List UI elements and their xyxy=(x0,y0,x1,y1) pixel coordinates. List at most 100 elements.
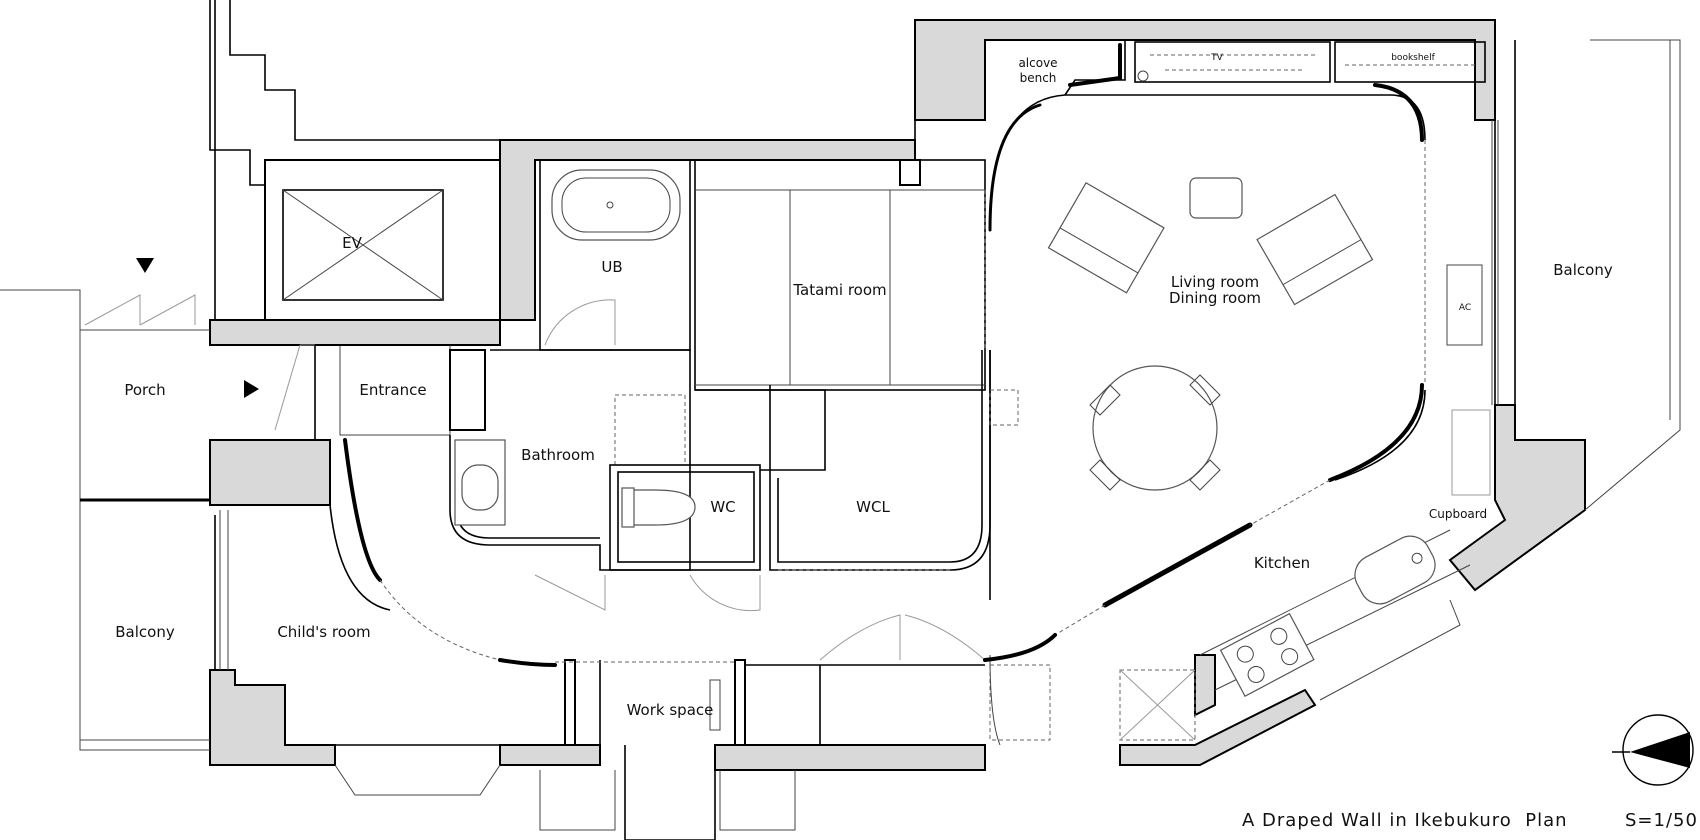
north-arrow-icon xyxy=(1612,714,1694,786)
plan-scale: S=1/50 xyxy=(1625,810,1698,831)
ub-door-swing xyxy=(544,299,616,346)
entry-arrow-down-icon xyxy=(136,258,154,273)
entrance-wall xyxy=(314,344,450,441)
label-ac: AC xyxy=(1459,303,1471,313)
label-dining-room: Dining room xyxy=(1169,289,1261,307)
label-balcony-right: Balcony xyxy=(1553,261,1613,279)
toilet xyxy=(624,489,696,526)
washbasin xyxy=(461,464,499,511)
elevator-cross xyxy=(282,189,444,301)
tv-unit xyxy=(1150,54,1315,71)
childs-draped-dash xyxy=(379,579,501,661)
tatami-post xyxy=(899,159,921,186)
label-bathroom: Bathroom xyxy=(521,446,595,464)
wc-room xyxy=(609,464,761,571)
entrance-door-swing xyxy=(274,344,315,431)
bookshelf xyxy=(1334,41,1486,83)
kitchen-floor-line xyxy=(989,654,1001,746)
exterior-balcony-right xyxy=(1584,39,1681,511)
work-space-bay-window xyxy=(539,770,796,831)
wcl-inner xyxy=(777,350,983,563)
childs-bay-window xyxy=(334,764,501,796)
corridor-thick-wall xyxy=(983,633,1057,662)
shoe-cabinet xyxy=(449,349,486,431)
structural-wall-kitchen-pillar xyxy=(1194,654,1216,717)
plan-caption: A Draped Wall in Ikebukuro Plan xyxy=(1242,810,1568,831)
label-bookshelf: bookshelf xyxy=(1391,53,1435,63)
kitchen-counter-bottom xyxy=(1319,599,1461,701)
bath-door-swing xyxy=(534,574,606,611)
childs-window xyxy=(219,510,229,670)
bathtub-drain xyxy=(606,201,614,209)
wc-inner xyxy=(617,471,755,563)
cupboard xyxy=(1451,409,1491,496)
living-curve-top-right xyxy=(1373,83,1424,142)
structural-wall-child-bottom xyxy=(209,669,336,766)
wcl-partition xyxy=(695,389,826,471)
tatami-mats xyxy=(695,189,985,386)
bathtub-inner xyxy=(561,177,671,233)
label-work-space: Work space xyxy=(627,701,714,719)
label-alcove: alcove xyxy=(1018,56,1057,70)
label-childs-room: Child's room xyxy=(277,623,370,641)
washing-machine xyxy=(614,394,686,466)
wcl-room xyxy=(760,350,991,571)
exterior-balcony-left xyxy=(0,289,210,751)
corridor-door-swing xyxy=(819,614,986,661)
porch-door-swing xyxy=(84,294,196,326)
childs-draped-wall xyxy=(343,438,382,582)
label-bench: bench xyxy=(1020,71,1057,85)
tv-column xyxy=(1137,70,1149,82)
kitchen-wall-segment-1 xyxy=(1102,522,1253,608)
label-wc: WC xyxy=(710,498,735,516)
air-conditioner xyxy=(1446,264,1483,346)
corridor-bottom-wall xyxy=(745,664,985,745)
kitchen-storage-cross xyxy=(1119,669,1196,741)
work-space-desk xyxy=(709,679,721,731)
childs-room-wall xyxy=(214,440,391,670)
tv-cabinet xyxy=(1134,41,1331,83)
label-porch: Porch xyxy=(124,381,165,399)
elevator-car xyxy=(282,189,444,301)
childs-draped-end xyxy=(498,658,557,667)
label-ub: UB xyxy=(601,258,622,276)
sofa-right xyxy=(1256,193,1374,306)
label-balcony-left: Balcony xyxy=(115,623,175,641)
living-dashed-edge xyxy=(984,140,1426,385)
sofa-left xyxy=(1047,182,1165,294)
structural-wall-work-left xyxy=(499,744,601,766)
structural-wall-right xyxy=(1448,404,1586,592)
label-ev: EV xyxy=(342,234,362,252)
toilet-tank xyxy=(621,487,635,528)
living-curve-bottom-right xyxy=(1328,383,1424,482)
kitchen-storage xyxy=(1119,669,1196,741)
entry-arrow-right-icon xyxy=(244,380,259,398)
kitchen-dash-1 xyxy=(1054,479,1331,636)
neighbour-outline-top xyxy=(229,0,916,141)
label-wcl: WCL xyxy=(856,498,890,516)
wc-door-swing xyxy=(689,574,761,612)
dining-side-box xyxy=(989,389,1019,426)
label-kitchen: Kitchen xyxy=(1254,554,1310,572)
alcove-bench-thick xyxy=(1068,43,1122,87)
work-space-partition-left xyxy=(564,659,576,746)
dining-chairs xyxy=(1089,374,1221,491)
elevator-shaft xyxy=(264,159,501,321)
structural-wall-child-left xyxy=(209,439,331,506)
exterior-wall-right xyxy=(1494,40,1516,405)
tatami-room xyxy=(694,159,986,391)
label-tatami-room: Tatami room xyxy=(792,281,886,299)
structural-wall-top xyxy=(914,19,1496,121)
kitchen-pantry xyxy=(989,664,1051,741)
label-entrance: Entrance xyxy=(359,381,426,399)
living-curve-top-left xyxy=(988,103,1042,232)
work-space-partition-right xyxy=(734,659,746,746)
structural-wall-work-right xyxy=(714,744,986,771)
ottoman xyxy=(1189,177,1243,219)
label-tv: TV xyxy=(1210,53,1223,63)
right-window xyxy=(1491,120,1499,405)
label-living-room: Living room xyxy=(1171,273,1259,291)
dining-table xyxy=(1092,365,1218,491)
structural-wall-kitchen-bottom xyxy=(1119,688,1317,766)
